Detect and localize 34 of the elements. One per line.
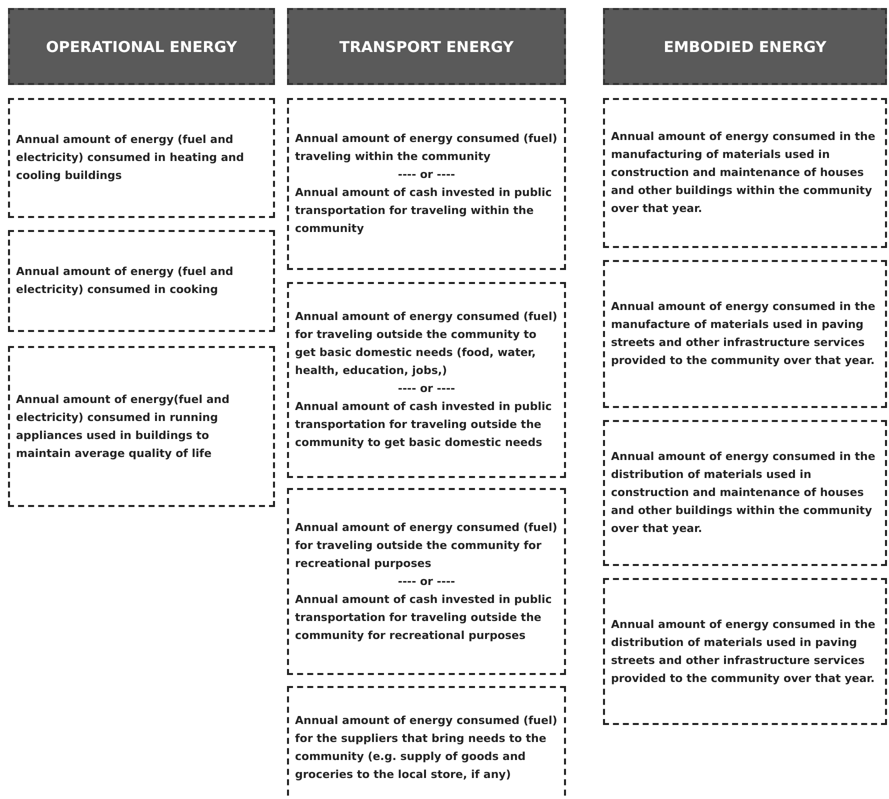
- description-text: Annual amount of energy consumed in the distribution of materials used in paving streets and other infrastructure services provided to the community over that year.: [611, 616, 876, 686]
- description-text: Annual amount of cash invested in public transportation for traveling within the community: [295, 185, 553, 237]
- separator-text: ---- or ----: [396, 167, 456, 183]
- column-header: [287, 8, 566, 85]
- separator-text: ---- or ----: [396, 381, 456, 397]
- description-box: [603, 578, 887, 725]
- description-text: Annual amount of energy consumed (fuel) traveling within the community: [295, 131, 558, 165]
- header-title: TRANSPORT ENERGY: [339, 38, 514, 56]
- description-box: [287, 686, 566, 799]
- header-title: EMBODIED ENERGY: [664, 38, 826, 56]
- description-text: Annual amount of energy consumed (fuel) for traveling outside the community for recreational purposes: [295, 520, 558, 572]
- description-text: Annual amount of energy consumed in the manufacture of materials used in paving streets and other infrastructure services provided to the community over that year.: [611, 299, 876, 369]
- description-box: [287, 488, 566, 675]
- description-box: [287, 98, 566, 270]
- description-text: Annual amount of energy consumed (fuel) for traveling outside the community to get basic domestic needs (food, water, health, education, jobs,): [295, 309, 558, 379]
- column-header: [603, 8, 887, 85]
- description-box: [8, 230, 275, 332]
- header-title: OPERATIONAL ENERGY: [46, 38, 237, 56]
- description-text: Annual amount of energy consumed in the distribution of materials used in construction and maintenance of houses and other buildings within the community over that year.: [611, 449, 876, 537]
- description-text: Annual amount of energy (fuel and electricity) consumed in heating and cooling buildings: [16, 132, 245, 184]
- description-text: Annual amount of energy consumed in the manufacturing of materials used in construction and maintenance of houses and other buildings within the community over that year.: [611, 129, 876, 217]
- description-box: [8, 346, 275, 507]
- description-text: Annual amount of cash invested in public transportation for traveling outside the community to get basic domestic needs: [295, 399, 553, 451]
- description-text: Annual amount of energy(fuel and electricity) consumed in running appliances used in buildings to maintain average quality of life: [16, 392, 230, 462]
- column-header: [8, 8, 275, 85]
- separator-text: ---- or ----: [396, 574, 456, 590]
- description-box: [603, 260, 887, 408]
- description-text: Annual amount of cash invested in public transportation for traveling outside the community for recreational purposes: [295, 592, 553, 644]
- description-box: [603, 98, 887, 248]
- description-box: [603, 420, 887, 566]
- description-box: [287, 282, 566, 478]
- description-box: [8, 98, 275, 218]
- description-text: Annual amount of energy (fuel and electricity) consumed in cooking: [16, 264, 234, 298]
- description-text: Annual amount of energy consumed (fuel) for the suppliers that bring needs to the community (e.g. supply of goods and groceries to the local store, if any): [295, 713, 558, 783]
